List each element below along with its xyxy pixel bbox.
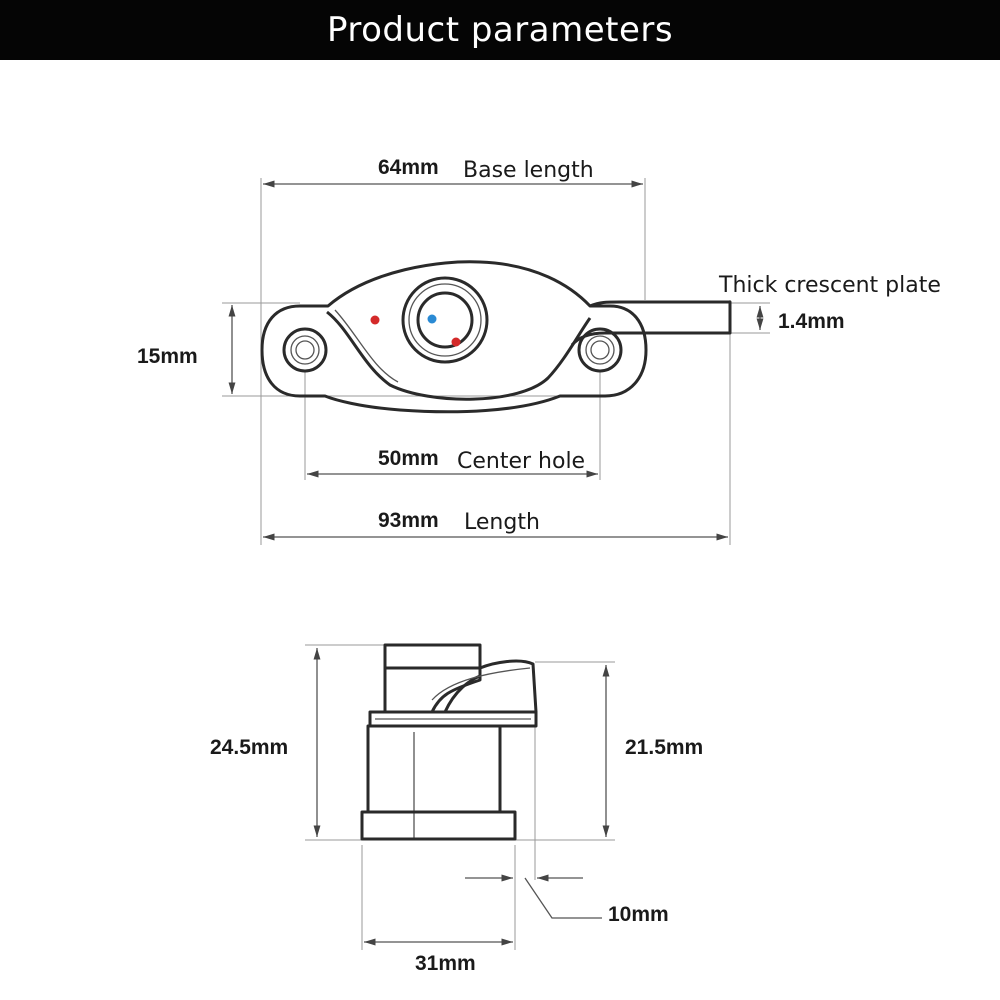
- screw-hole-right-outer: [577, 327, 623, 373]
- height-value: 15mm: [137, 345, 198, 368]
- screw-hole-left-outer: [282, 327, 328, 373]
- knob-outer: [401, 276, 489, 364]
- side-knob: [383, 643, 482, 714]
- side-view: 24.5mm 21.5mm 10mm 31mm: [210, 643, 703, 975]
- crescent-plate-arm: [570, 300, 732, 347]
- crescent-hook: [326, 310, 592, 401]
- offset-value: 10mm: [608, 903, 669, 926]
- screw-hole-left-inner: [295, 340, 315, 360]
- red-dot: [451, 337, 461, 347]
- blue-dot: [427, 314, 437, 324]
- base-length-label: Base length: [463, 158, 594, 183]
- lock-base-plate: [260, 260, 648, 414]
- length-value: 93mm: [378, 509, 439, 532]
- page-title: Product parameters: [326, 10, 674, 50]
- side-body: [366, 724, 502, 814]
- red-dot: [370, 315, 380, 325]
- offset-leader: [524, 877, 602, 919]
- length-label: Length: [464, 510, 540, 535]
- screw-hole-right-inner: [590, 340, 610, 360]
- side-crescent-edge: [431, 667, 531, 701]
- title-bar: Product parameters: [0, 0, 1000, 60]
- crescent-hook-inner: [334, 309, 399, 383]
- side-foot: [360, 810, 517, 841]
- center-hole-label: Center hole: [457, 449, 585, 474]
- base-length-value: 64mm: [378, 156, 439, 179]
- knob-inner: [416, 291, 474, 349]
- knob-ring: [408, 283, 482, 357]
- screw-hole-right: [585, 335, 615, 365]
- screw-hole-left: [290, 335, 320, 365]
- center-hole-value: 50mm: [378, 447, 439, 470]
- total-height-value: 24.5mm: [210, 736, 288, 759]
- plate-value: 1.4mm: [778, 310, 845, 333]
- plate-label: Thick crescent plate: [718, 273, 941, 298]
- top-view: 64mm Base length 15mm Thick crescent pla…: [137, 156, 941, 545]
- body-height-value: 21.5mm: [625, 736, 703, 759]
- width-value: 31mm: [415, 952, 476, 975]
